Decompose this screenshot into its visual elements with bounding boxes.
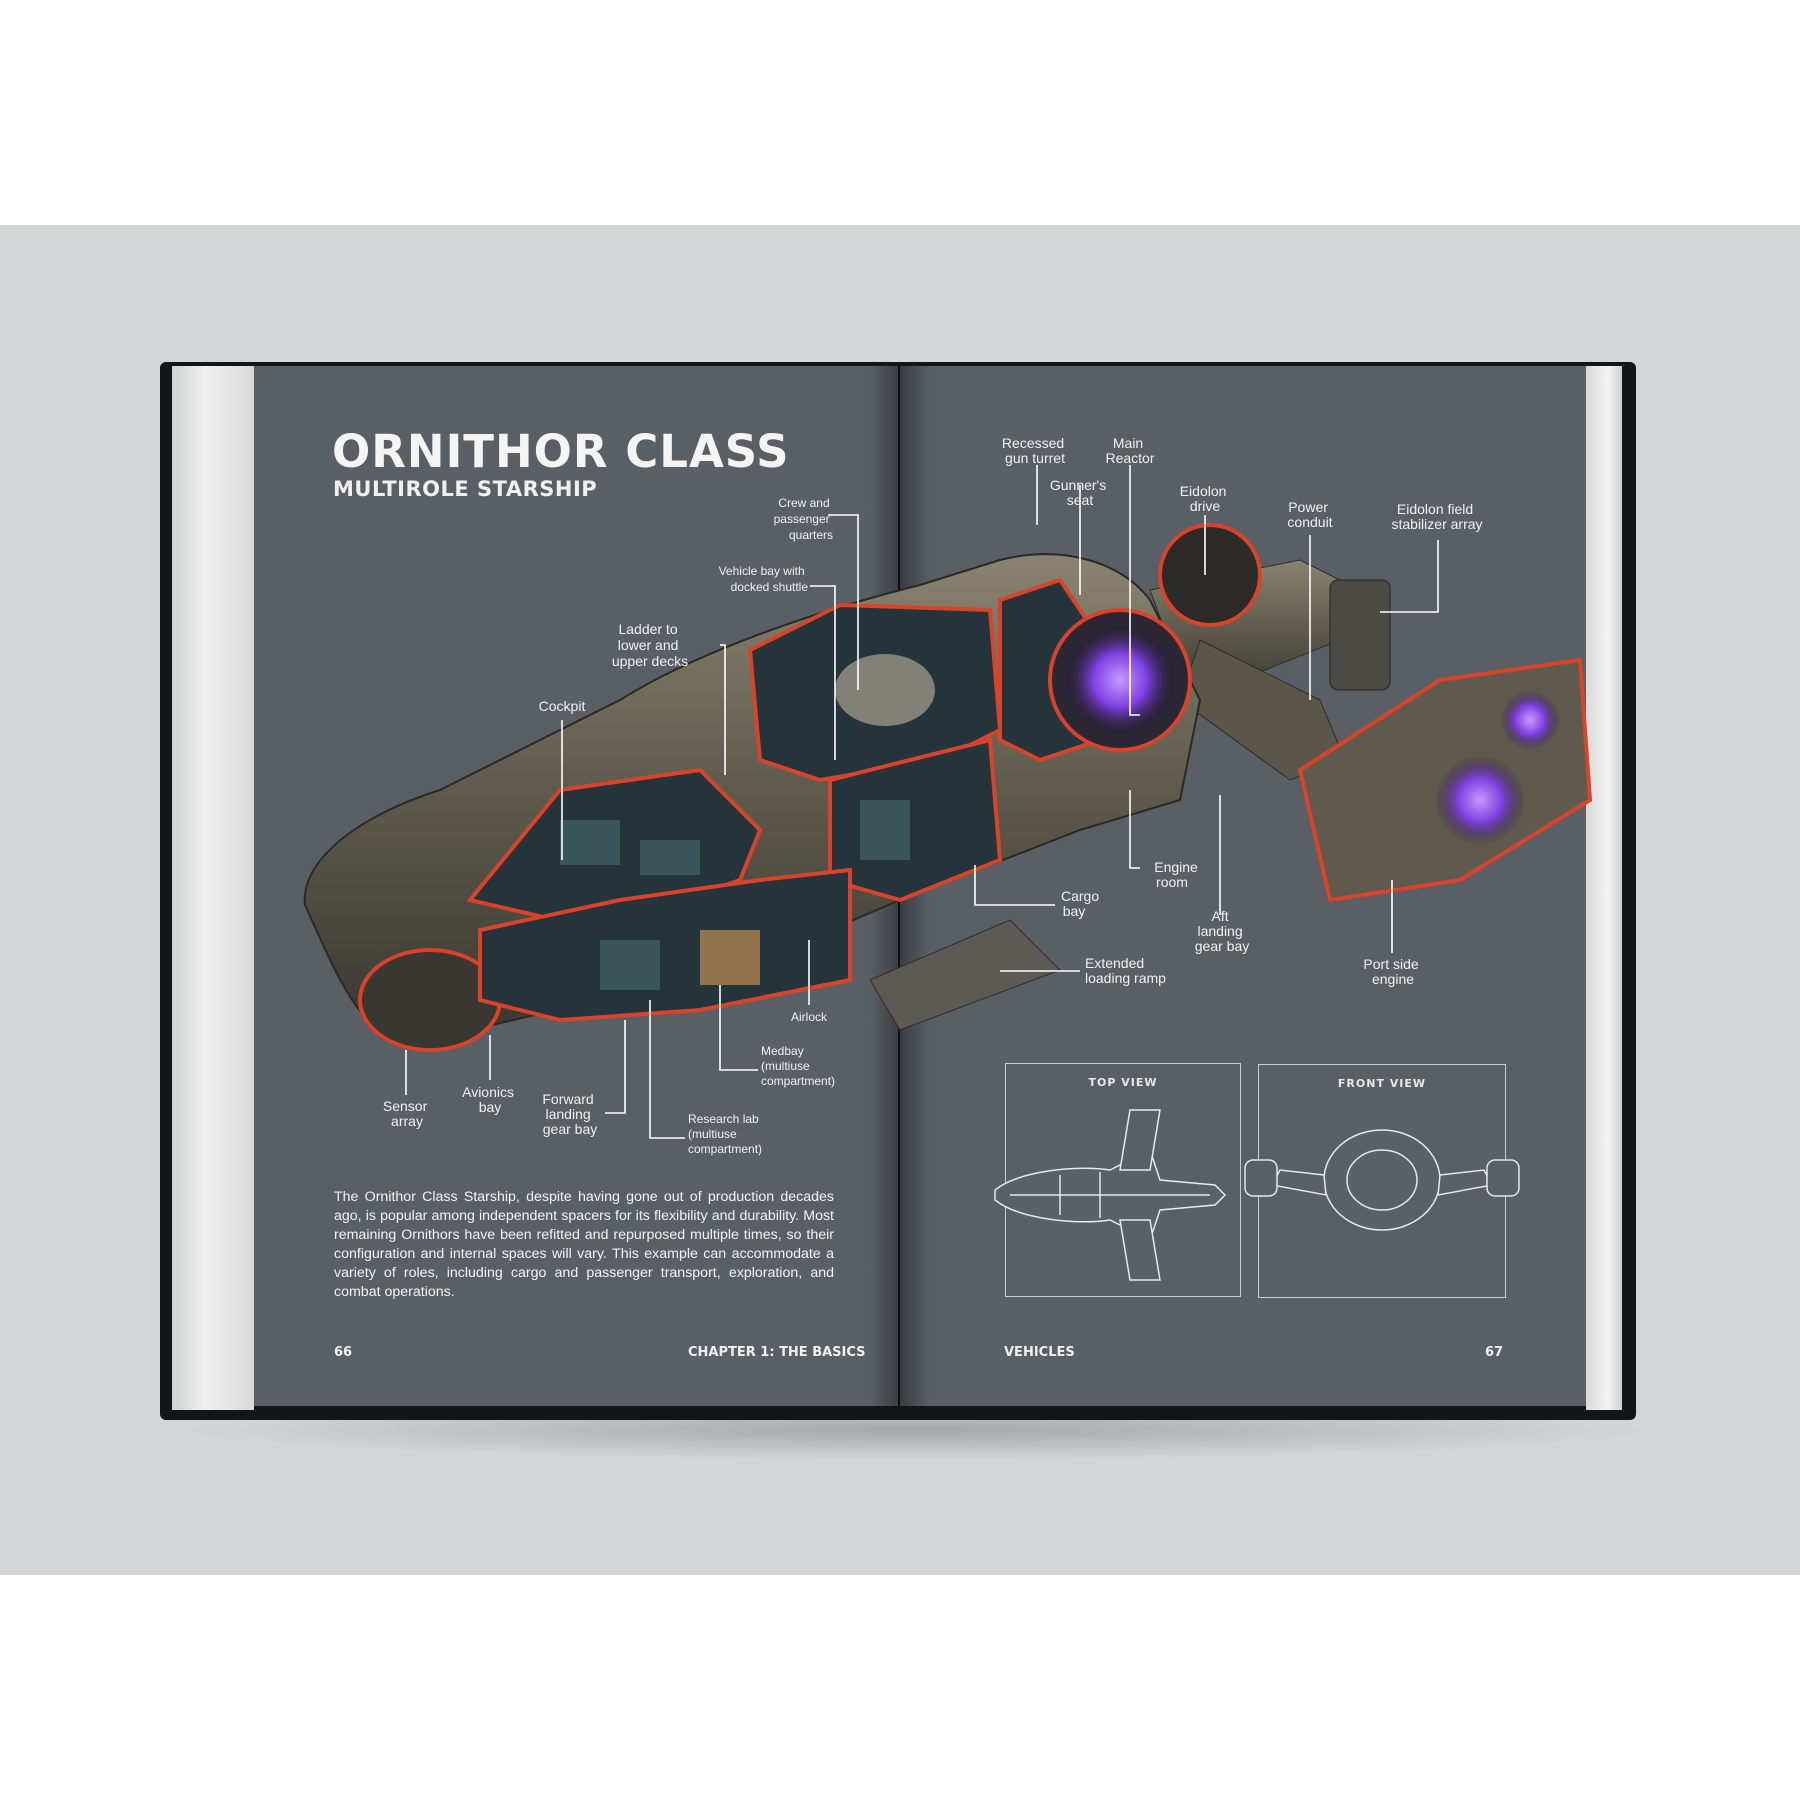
left-page-number: 66 xyxy=(334,1345,353,1360)
label-eidolon-field-stabilizer: Eidolon field stabilizer array xyxy=(1391,501,1482,532)
description-paragraph: The Ornithor Class Starship, despite hav… xyxy=(334,1189,834,1300)
leader-lines xyxy=(405,465,1439,1139)
interior-details xyxy=(560,654,935,990)
label-forward-landing-gear: Forward landing gear bay xyxy=(542,1091,597,1137)
callout-labels: Recessed gun turret Main Reactor Gunner'… xyxy=(383,435,1483,1156)
label-main-reactor: Main Reactor xyxy=(1105,435,1154,466)
label-loading-ramp: Extended loading ramp xyxy=(1085,955,1166,986)
right-running-head: VEHICLES xyxy=(1004,1345,1075,1360)
label-cargo-bay: Cargo bay xyxy=(1061,888,1103,919)
label-power-conduit: Power conduit xyxy=(1287,499,1332,530)
front-view-title: FRONT VIEW xyxy=(1337,1077,1427,1090)
label-gunners-seat: Gunner's seat xyxy=(1050,477,1110,508)
label-eidolon-drive: Eidolon drive xyxy=(1180,483,1231,514)
page-subtitle: MULTIROLE STARSHIP xyxy=(333,477,598,501)
label-recessed-gun-turret: Recessed gun turret xyxy=(1002,435,1068,466)
label-medbay: Medbay (multiuse compartment) xyxy=(761,1044,835,1088)
label-crew-quarters: Crew and passenger quarters xyxy=(774,496,833,542)
stabilizer-array xyxy=(1329,579,1391,691)
page-edges-right xyxy=(1586,366,1622,1410)
label-engine-room: Engine room xyxy=(1154,859,1201,890)
port-engine xyxy=(1297,657,1593,903)
top-view-panel: TOP VIEW xyxy=(1005,1063,1241,1297)
label-research-lab: Research lab (multiuse compartment) xyxy=(688,1112,762,1156)
label-port-side-engine: Port side engine xyxy=(1363,956,1422,987)
label-sensor-array: Sensor array xyxy=(383,1098,431,1129)
label-airlock: Airlock xyxy=(791,1010,828,1024)
eidolon-drive xyxy=(1158,523,1262,627)
loading-ramp xyxy=(869,919,1061,1031)
left-running-head: CHAPTER 1: THE BASICS xyxy=(688,1345,866,1360)
reactor-glow xyxy=(1065,625,1175,735)
label-vehicle-bay: Vehicle bay with docked shuttle xyxy=(719,564,809,594)
right-page-number: 67 xyxy=(1485,1345,1504,1360)
label-ladder: Ladder to lower and upper decks xyxy=(612,621,688,669)
page-title: ORNITHOR CLASS xyxy=(332,425,790,478)
label-avionics-bay: Avionics bay xyxy=(462,1084,518,1115)
label-aft-landing-gear: Aft landing gear bay xyxy=(1195,908,1249,954)
label-cockpit: Cockpit xyxy=(539,698,586,714)
front-view-panel: FRONT VIEW xyxy=(1258,1064,1506,1298)
page-edges-left xyxy=(172,366,254,1410)
top-view-title: TOP VIEW xyxy=(1088,1076,1158,1089)
